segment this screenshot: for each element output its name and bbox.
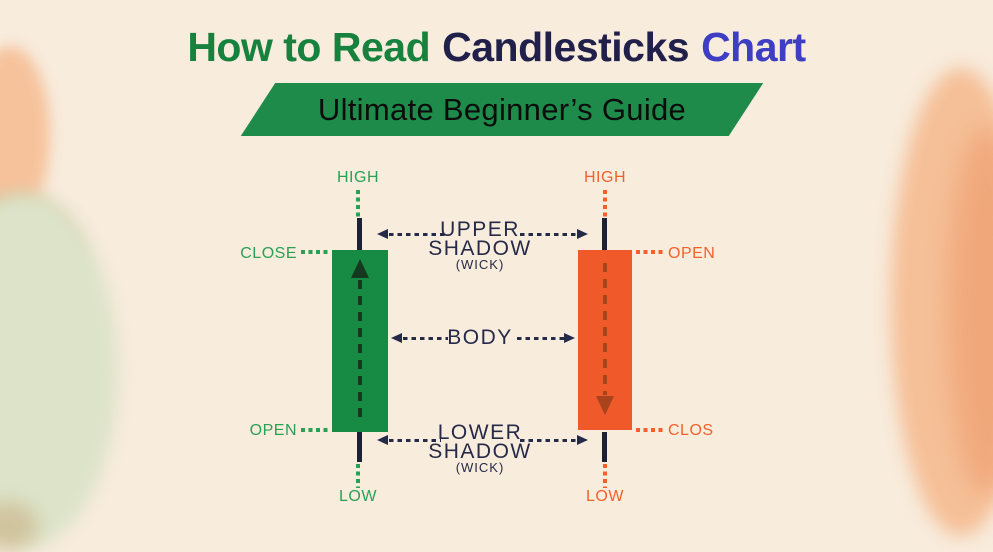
- subtitle-text: Ultimate Beginner’s Guide: [317, 91, 687, 127]
- body-label: BODY: [447, 326, 513, 349]
- bearish-high-dotted-line: [603, 190, 607, 218]
- upper-shadow-annotation: UPPER SHADOW (WICK): [382, 218, 578, 272]
- bearish-lower-wick: [602, 432, 607, 462]
- lower-shadow-line1: LOWER: [437, 421, 523, 444]
- lower-shadow-wick-note: (WICK): [455, 460, 505, 475]
- bullish-lower-wick: [357, 432, 362, 462]
- upper-shadow-line1: UPPER: [440, 218, 520, 241]
- bearish-upper-wick: [602, 218, 607, 252]
- upper-shadow-wick-note: (WICK): [455, 257, 505, 272]
- arrowhead-right-icon: [577, 229, 588, 239]
- subtitle-banner: Ultimate Beginner’s Guide: [240, 83, 764, 136]
- bullish-open-dotted-line: [301, 428, 331, 432]
- bullish-close-label: CLOSE: [240, 245, 297, 262]
- bearish-open-label: OPEN: [668, 245, 716, 262]
- title-part-candlesticks: Candlesticks: [442, 24, 690, 70]
- bearish-high-label: HIGH: [584, 169, 626, 186]
- title-part-chart: Chart: [701, 24, 806, 70]
- bullish-direction-arrow-stem: [358, 280, 362, 418]
- bullish-high-dotted-line: [356, 190, 360, 218]
- bullish-upper-wick: [357, 218, 362, 252]
- arrowhead-left-icon: [391, 333, 402, 343]
- watercolor-splotch-left-green: [0, 193, 118, 549]
- bullish-low-label: LOW: [339, 488, 377, 505]
- bearish-open-dotted-line: [636, 250, 664, 254]
- bearish-low-label: LOW: [586, 488, 624, 505]
- bearish-close-dotted-line: [636, 428, 664, 432]
- body-annotation: BODY: [382, 326, 578, 349]
- body-right-dash: [517, 337, 564, 340]
- bearish-close-label: CLOS: [668, 422, 714, 439]
- down-arrow-icon: [596, 396, 614, 415]
- bearish-low-dotted-line: [603, 464, 607, 488]
- bearish-direction-arrow-stem: [603, 263, 607, 395]
- lower-shadow-line2: SHADOW: [428, 440, 532, 463]
- arrowhead-right-icon: [564, 333, 575, 343]
- bullish-close-dotted-line: [301, 250, 331, 254]
- upper-shadow-left-dash: [389, 233, 446, 236]
- lower-shadow-left-dash: [389, 439, 441, 442]
- bullish-open-label: OPEN: [249, 422, 297, 439]
- body-left-dash: [403, 337, 448, 340]
- bullish-high-label: HIGH: [337, 169, 379, 186]
- upper-shadow-line2: SHADOW: [428, 237, 532, 260]
- bullish-low-dotted-line: [356, 464, 360, 488]
- arrowhead-right-icon: [577, 435, 588, 445]
- lower-shadow-annotation: LOWER SHADOW (WICK): [382, 421, 578, 475]
- arrowhead-left-icon: [377, 229, 388, 239]
- up-arrow-icon: [351, 259, 369, 278]
- arrowhead-left-icon: [377, 435, 388, 445]
- title-part-how-to-read: How to Read: [187, 24, 431, 70]
- upper-shadow-right-dash: [520, 233, 577, 236]
- lower-shadow-right-dash: [520, 439, 577, 442]
